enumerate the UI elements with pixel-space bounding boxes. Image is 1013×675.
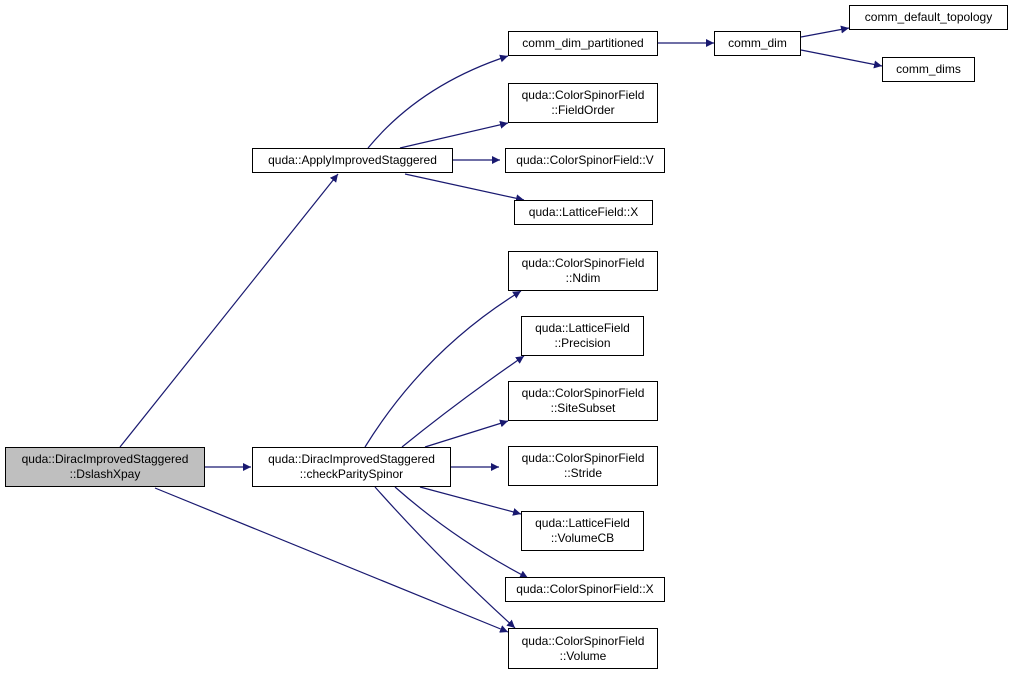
node-comm-dim-label: comm_dim (728, 36, 787, 50)
edge-apply-improved-staggered-to-lf-x (404, 173, 525, 203)
node-csf-field-order-line-2: ::FieldOrder (551, 103, 615, 117)
edge-apply-improved-staggered-to-comm-dim-partitioned (367, 54, 509, 149)
node-comm-dim-partitioned-label: comm_dim_partitioned (522, 36, 644, 50)
node-lf-precision[interactable]: quda::LatticeField ::Precision (521, 316, 644, 356)
node-csf-field-order[interactable]: quda::ColorSpinorField ::FieldOrder (508, 83, 658, 123)
node-csf-stride-line-1: quda::ColorSpinorField (521, 451, 645, 465)
node-comm-dim-partitioned[interactable]: comm_dim_partitioned (508, 31, 658, 56)
node-csf-ndim[interactable]: quda::ColorSpinorField ::Ndim (508, 251, 658, 291)
edge-check-parity-spinor-to-lf-precision (401, 355, 525, 448)
edge-root-to-csf-volume (154, 487, 509, 633)
node-lf-precision-line-2: ::Precision (554, 336, 611, 350)
node-lf-volume-cb-line-1: quda::LatticeField (535, 516, 630, 530)
edge-apply-improved-staggered-to-csf-field-order (399, 120, 509, 149)
node-comm-default-topology-label: comm_default_topology (864, 10, 993, 24)
edge-check-parity-spinor-to-csf-ndim (364, 290, 522, 448)
node-check-parity-spinor[interactable]: quda::DiracImprovedStaggered ::checkPari… (252, 447, 451, 487)
node-csf-site-subset-line-2: ::SiteSubset (550, 401, 616, 415)
node-comm-dims-label: comm_dims (896, 62, 961, 76)
node-apply-improved-staggered-label: quda::ApplyImprovedStaggered (268, 153, 437, 167)
node-lf-precision-line-1: quda::LatticeField (535, 321, 630, 335)
edge-comm-dim-to-comm-dims (800, 49, 883, 69)
node-csf-volume-line-1: quda::ColorSpinorField (521, 633, 645, 648)
edge-comm-dim-to-comm-default-topology (800, 25, 850, 38)
node-csf-x-label: quda::ColorSpinorField::X (516, 582, 654, 596)
node-csf-site-subset-line-1: quda::ColorSpinorField (521, 386, 645, 400)
node-apply-improved-staggered[interactable]: quda::ApplyImprovedStaggered (252, 148, 453, 173)
node-comm-dim[interactable]: comm_dim (714, 31, 801, 56)
node-csf-site-subset[interactable]: quda::ColorSpinorField ::SiteSubset (508, 381, 658, 421)
node-lf-volume-cb-line-2: ::VolumeCB (550, 531, 615, 545)
node-check-parity-spinor-line-1: quda::DiracImprovedStaggered (268, 452, 435, 466)
node-comm-default-topology[interactable]: comm_default_topology (849, 5, 1008, 30)
edge-check-parity-spinor-to-csf-site-subset (424, 419, 509, 448)
node-csf-field-order-line-1: quda::ColorSpinorField (521, 88, 645, 102)
node-csf-volume[interactable]: quda::ColorSpinorField ::Volume (508, 628, 658, 669)
node-csf-x[interactable]: quda::ColorSpinorField::X (505, 577, 665, 602)
node-check-parity-spinor-line-2: ::checkParitySpinor (299, 467, 404, 481)
node-csf-stride-line-2: ::Stride (563, 466, 602, 480)
node-csf-ndim-line-2: ::Ndim (565, 271, 601, 285)
node-lf-x[interactable]: quda::LatticeField::X (514, 200, 653, 225)
node-csf-stride[interactable]: quda::ColorSpinorField ::Stride (508, 446, 658, 486)
edge-root-to-apply-improved-staggered (119, 173, 339, 448)
node-csf-ndim-line-1: quda::ColorSpinorField (521, 256, 645, 270)
edge-check-parity-spinor-to-csf-x (394, 486, 529, 579)
node-root: quda::DiracImprovedStaggered ::DslashXpa… (5, 447, 205, 487)
edge-check-parity-spinor-to-lf-volume-cb (419, 486, 522, 516)
edge-check-parity-spinor-to-csf-volume (374, 486, 516, 629)
node-csf-volume-line-2: ::Volume (559, 648, 607, 663)
node-comm-dims[interactable]: comm_dims (882, 57, 975, 82)
node-csf-v-label: quda::ColorSpinorField::V (516, 153, 654, 167)
node-csf-v[interactable]: quda::ColorSpinorField::V (505, 148, 665, 173)
node-root-line-2: ::DslashXpay (69, 467, 141, 481)
node-lf-volume-cb[interactable]: quda::LatticeField ::VolumeCB (521, 511, 644, 551)
node-root-line-1: quda::DiracImprovedStaggered (21, 452, 189, 466)
node-lf-x-label: quda::LatticeField::X (528, 205, 639, 219)
